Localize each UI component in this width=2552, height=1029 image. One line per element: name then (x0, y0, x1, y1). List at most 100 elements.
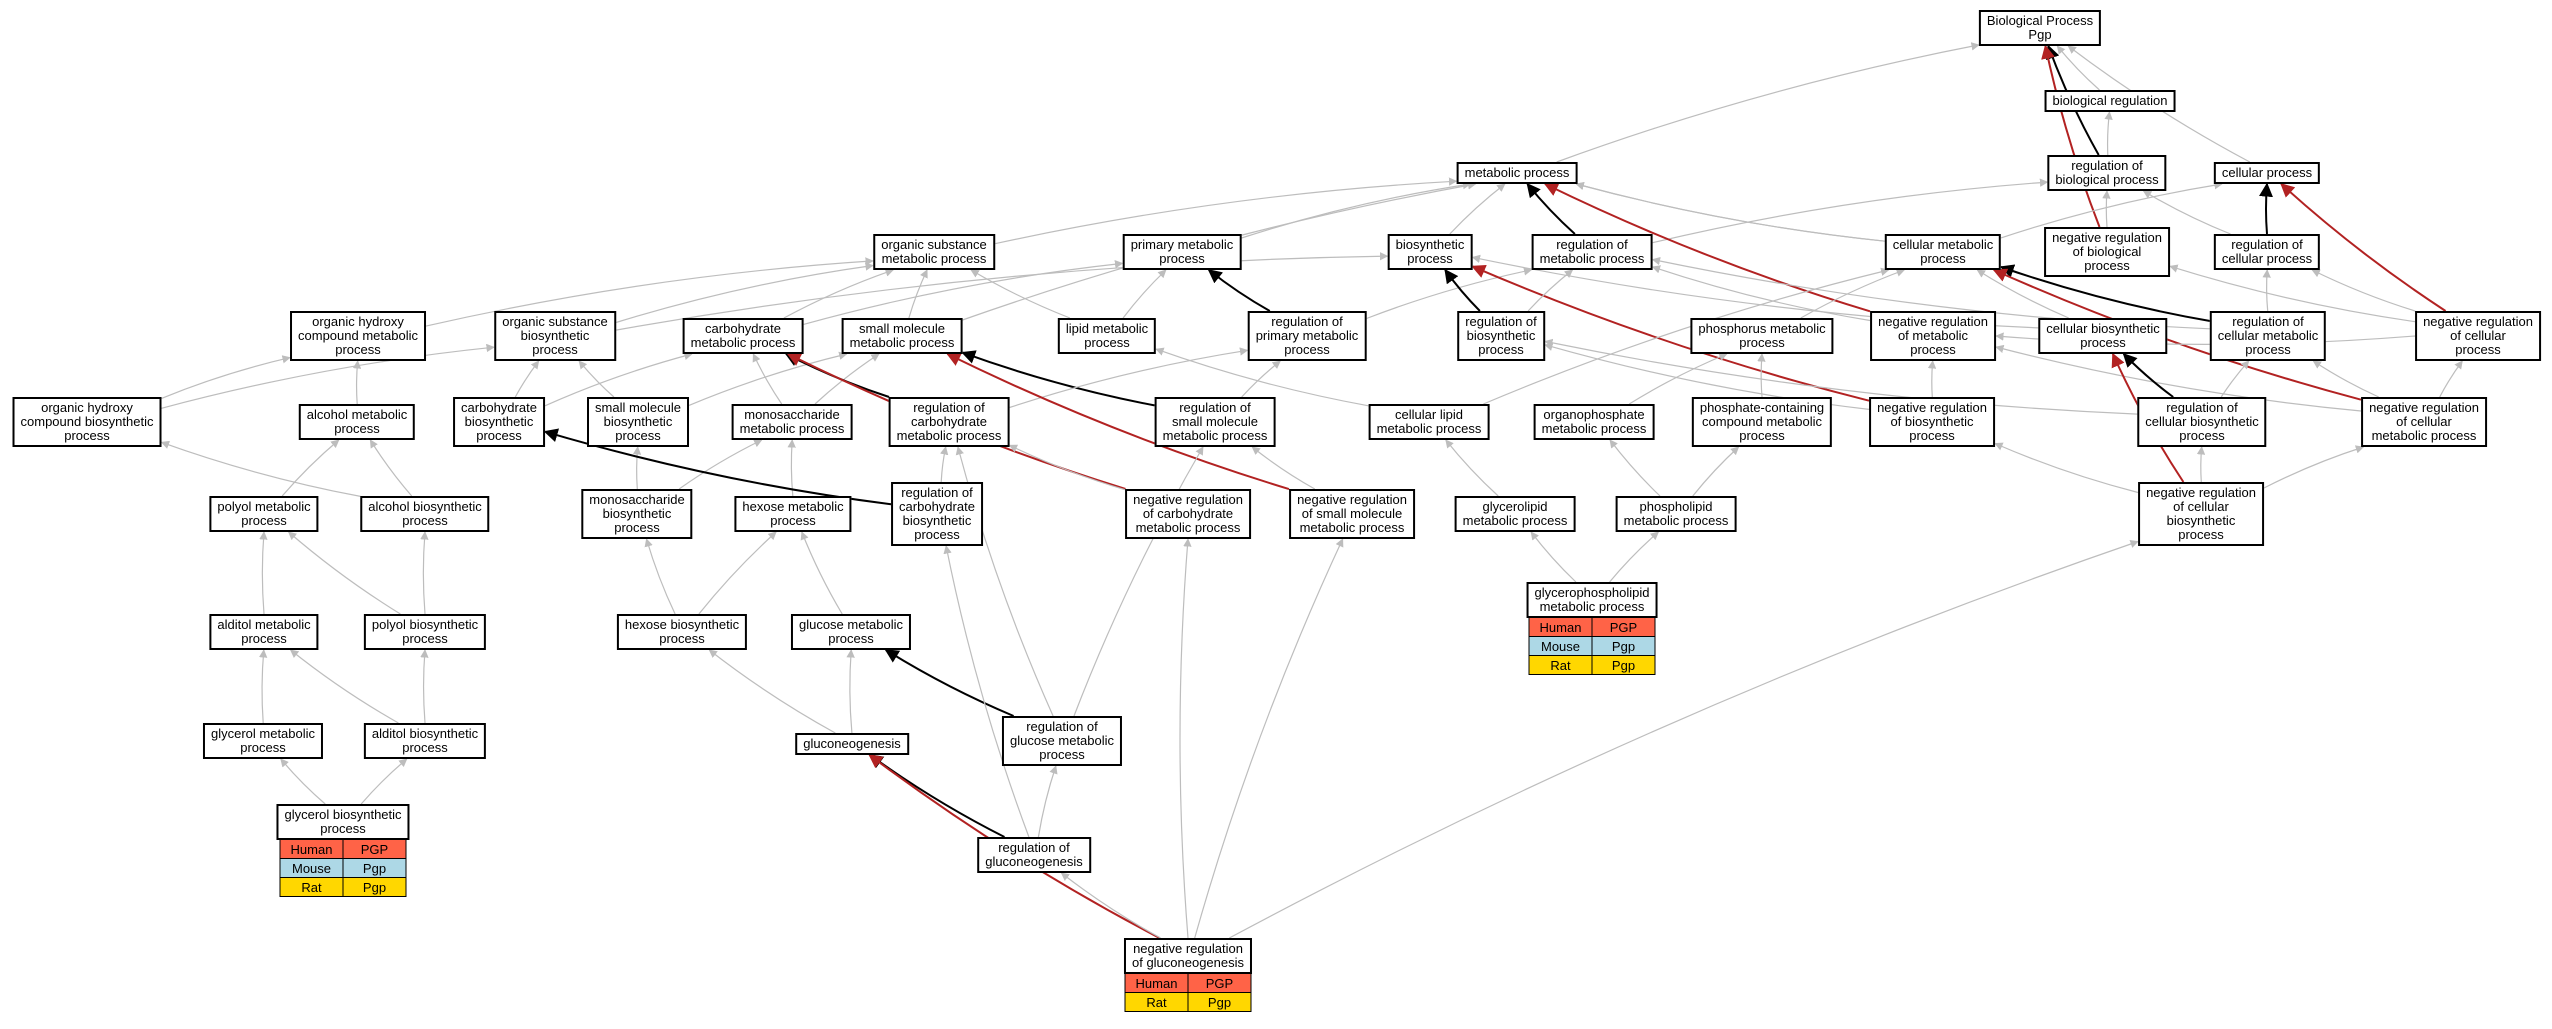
edge-rgmp-to-rsmmp (1073, 446, 1204, 717)
edge-polmp-to-amp (281, 439, 340, 497)
go-term-label: biological regulation (2052, 93, 2168, 108)
go-term-chmp[interactable]: carbohydrate metabolic process (682, 318, 804, 354)
go-term-nrchmp[interactable]: negative regulation of carbohydrate meta… (1125, 489, 1251, 539)
go-term-lmp[interactable]: lipid metabolic process (1057, 318, 1157, 354)
go-term-altbp[interactable]: alditol biosynthetic process (363, 723, 487, 759)
go-term-label: Biological Process Pgp (1986, 13, 2094, 42)
go-term-label: phosphate-containing compound metabolic … (1699, 400, 1825, 443)
go-term-smbp[interactable]: small molecule biosynthetic process (587, 397, 689, 447)
species-cell: Mouse (279, 858, 344, 878)
go-term-bsp[interactable]: biosynthetic process (1387, 234, 1473, 270)
go-term-hbp[interactable]: hexose biosynthetic process (616, 614, 748, 650)
go-term-label: carbohydrate biosynthetic process (461, 400, 537, 443)
edge-abp-to-amp (369, 439, 413, 497)
go-term-amp[interactable]: alcohol metabolic process (298, 404, 416, 440)
go-term-cmp[interactable]: cellular metabolic process (1884, 234, 2002, 270)
go-term-abp[interactable]: alcohol biosynthetic process (360, 496, 490, 532)
go-term-msmp[interactable]: monosaccharide metabolic process (731, 404, 853, 440)
go-term-hmp[interactable]: hexose metabolic process (734, 496, 852, 532)
go-term-rcp[interactable]: regulation of cellular process (2213, 234, 2321, 270)
edge-gplmp-to-plmp (1609, 531, 1660, 583)
go-term-rpmp[interactable]: regulation of primary metabolic process (1247, 311, 1367, 361)
go-term-label: regulation of biosynthetic process (1465, 314, 1537, 357)
go-term-nrcmp[interactable]: negative regulation of cellular metaboli… (2361, 397, 2487, 447)
go-term-nrcbp[interactable]: negative regulation of cellular biosynth… (2138, 482, 2264, 546)
edge-chbp-to-osbp (514, 360, 540, 398)
edge-pmp-to-mp (1241, 180, 1472, 239)
go-term-nrsmmp[interactable]: negative regulation of small molecule me… (1289, 489, 1415, 539)
go-term-label: negative regulation of carbohydrate meta… (1133, 492, 1243, 535)
go-term-msbp[interactable]: monosaccharide biosynthetic process (581, 489, 693, 539)
go-term-rsmmp[interactable]: regulation of small molecule metabolic p… (1154, 397, 1276, 447)
go-term-breg[interactable]: biological regulation (2044, 90, 2176, 112)
go-term-ohcmp[interactable]: organic hydroxy compound metabolic proce… (290, 311, 426, 361)
go-term-glmp[interactable]: glycerolipid metabolic process (1454, 496, 1576, 532)
go-term-nrmp[interactable]: negative regulation of metabolic process (1870, 311, 1996, 361)
go-term-altmp[interactable]: alditol metabolic process (209, 614, 319, 650)
go-term-pmp[interactable]: primary metabolic process (1122, 234, 1242, 270)
edge-rcmp-to-cmp (1999, 264, 2211, 322)
edge-nrcmp-to-cmp (1992, 268, 2362, 401)
go-term-plmp[interactable]: phospholipid metabolic process (1615, 496, 1737, 532)
edge-hmp-to-msmp (787, 439, 796, 497)
edge-hbp-to-msbp (644, 538, 676, 615)
go-term-cp[interactable]: cellular process (2213, 162, 2321, 184)
edge-smmp-to-osmp (908, 269, 928, 319)
go-term-label: polyol biosynthetic process (371, 617, 479, 646)
go-term-gplmp[interactable]: glycerophospholipid metabolic process (1526, 582, 1658, 618)
edge-amp-to-ohcmp (352, 360, 362, 405)
go-term-osbp[interactable]: organic substance biosynthetic process (494, 311, 616, 361)
go-term-nrcp[interactable]: negative regulation of cellular process (2415, 311, 2541, 361)
go-term-rcmp[interactable]: regulation of cellular metabolic process (2209, 311, 2327, 361)
edge-altmp-to-polmp (259, 531, 268, 615)
go-term-clmp[interactable]: cellular lipid metabolic process (1368, 404, 1490, 440)
edge-nrgng-to-nrsmmp (1194, 538, 1344, 939)
species-cell: Human (1528, 617, 1593, 637)
go-term-nrgng[interactable]: negative regulation of gluconeogenesis (1123, 938, 1253, 974)
go-term-gymp[interactable]: glycerol metabolic process (202, 723, 324, 759)
edge-nrcp-to-cp (2280, 183, 2447, 312)
edge-osbp-to-bsp (615, 252, 1389, 331)
go-term-rchmp[interactable]: regulation of carbohydrate metabolic pro… (888, 397, 1010, 447)
go-term-cbp[interactable]: cellular biosynthetic process (2038, 318, 2168, 354)
go-term-rgng[interactable]: regulation of gluconeogenesis (977, 837, 1091, 873)
go-term-gybp[interactable]: glycerol biosynthetic process (276, 804, 410, 840)
go-term-label: organophosphate metabolic process (1541, 407, 1647, 436)
edge-osmp-to-mp (994, 177, 1458, 245)
go-term-label: polyol metabolic process (217, 499, 311, 528)
go-term-ohcbp[interactable]: organic hydroxy compound biosynthetic pr… (12, 397, 162, 447)
go-term-osmp[interactable]: organic substance metabolic process (873, 234, 995, 270)
go-term-label: monosaccharide biosynthetic process (589, 492, 685, 535)
go-term-pcmp[interactable]: phosphate-containing compound metabolic … (1691, 397, 1833, 447)
go-term-chbp[interactable]: carbohydrate biosynthetic process (453, 397, 545, 447)
go-term-gng[interactable]: gluconeogenesis (795, 733, 909, 755)
gene-cell: Pgp (1591, 636, 1656, 656)
edge-phmp-to-cmp (1800, 268, 1905, 319)
go-term-rcbp[interactable]: regulation of cellular biosynthetic proc… (2137, 397, 2267, 447)
go-term-nrbp[interactable]: negative regulation of biological proces… (2044, 227, 2170, 277)
go-term-smmp[interactable]: small molecule metabolic process (841, 318, 963, 354)
edge-rgng-to-rchbp (943, 545, 1030, 838)
go-term-rchbp[interactable]: regulation of carbohydrate biosynthetic … (891, 482, 983, 546)
go-term-rmp[interactable]: regulation of metabolic process (1531, 234, 1653, 270)
go-term-mp[interactable]: metabolic process (1456, 162, 1578, 184)
go-term-label: negative regulation of biological proces… (2052, 230, 2162, 273)
go-term-label: negative regulation of gluconeogenesis (1131, 941, 1245, 970)
go-term-phmp[interactable]: phosphorus metabolic process (1690, 318, 1834, 354)
go-term-rbp[interactable]: regulation of biological process (2047, 155, 2167, 191)
edge-nrcbp-to-rcbp (2196, 446, 2206, 483)
go-term-rgmp[interactable]: regulation of glucose metabolic process (1001, 716, 1123, 766)
go-term-polbp[interactable]: polyol biosynthetic process (363, 614, 487, 650)
go-term-label: cellular biosynthetic process (2046, 321, 2160, 350)
go-term-opmp[interactable]: organophosphate metabolic process (1533, 404, 1655, 440)
edge-altbp-to-altmp (289, 649, 399, 724)
go-term-nrbsp[interactable]: negative regulation of biosynthetic proc… (1869, 397, 1995, 447)
go-term-polmp[interactable]: polyol metabolic process (209, 496, 319, 532)
go-term-gmp[interactable]: glucose metabolic process (790, 614, 912, 650)
edge-clmp-to-cmp (1483, 267, 1890, 405)
go-term-rbsp[interactable]: regulation of biosynthetic process (1457, 311, 1545, 361)
go-term-bp[interactable]: Biological Process Pgp (1978, 10, 2102, 46)
